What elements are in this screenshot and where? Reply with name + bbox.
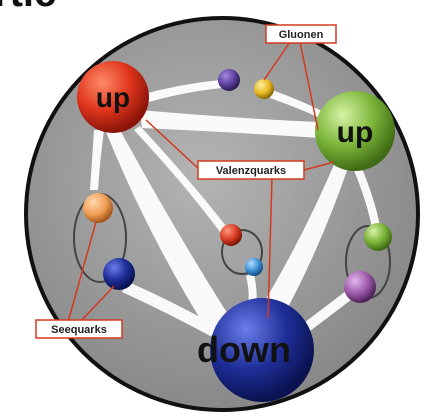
callout-label-valenzquarks: Valenzquarks (216, 165, 286, 177)
callout-label-gluonen: Gluonen (279, 29, 324, 41)
callout-box-valenzquarks (197, 160, 305, 180)
sea-quark-red (220, 224, 242, 246)
flux-tube (90, 130, 104, 190)
flux-tube (134, 126, 226, 232)
callout-line-seequarks (67, 221, 97, 323)
callout-line-valenzquarks (145, 119, 201, 171)
flux-tube (270, 90, 324, 118)
sea-quark-orange (83, 193, 113, 223)
callout-label-seequarks: Seequarks (51, 324, 107, 336)
header-text: rtic (0, 0, 56, 15)
callout-box-seequarks (35, 319, 123, 339)
sea-quark-violet (344, 271, 376, 303)
gluon-loop-center (221, 229, 263, 275)
callout-box-gluonen (265, 24, 337, 44)
gluon-sphere-purple (218, 69, 240, 91)
sea-quark-navy (103, 258, 135, 290)
sea-quark-green (364, 223, 392, 251)
quark-label-up-right: up (337, 116, 374, 149)
flux-tube (246, 274, 257, 306)
callout-line-valenzquarks (303, 161, 335, 171)
flux-tube (106, 130, 238, 338)
flux-tube (352, 164, 380, 228)
flux-tubes (90, 80, 380, 338)
flux-tube (122, 282, 220, 338)
quark-label-up-left: up (96, 82, 130, 113)
valence-quark-up-left (77, 61, 149, 133)
valence-quark-up-right (315, 91, 395, 171)
flux-tube (258, 160, 350, 322)
callout-line-gluonen (263, 41, 291, 81)
callout-line-seequarks (79, 285, 115, 323)
callout-lines (67, 41, 335, 323)
callout-labels: Gluonen Valenzquarks Seequarks (35, 24, 337, 339)
quark-label-down: down (197, 329, 291, 370)
flux-tube (140, 80, 222, 104)
callout-line-gluonen (299, 41, 319, 131)
sea-quarks-and-gluons (83, 69, 392, 303)
sea-quark-blue (245, 258, 263, 276)
callout-line-valenzquarks (267, 177, 273, 319)
gluon-sphere-yellow (254, 79, 274, 99)
flux-tube (140, 110, 320, 138)
flux-tube (300, 288, 356, 334)
valence-quark-down (210, 298, 314, 402)
valence-quarks: up up down (77, 61, 395, 402)
